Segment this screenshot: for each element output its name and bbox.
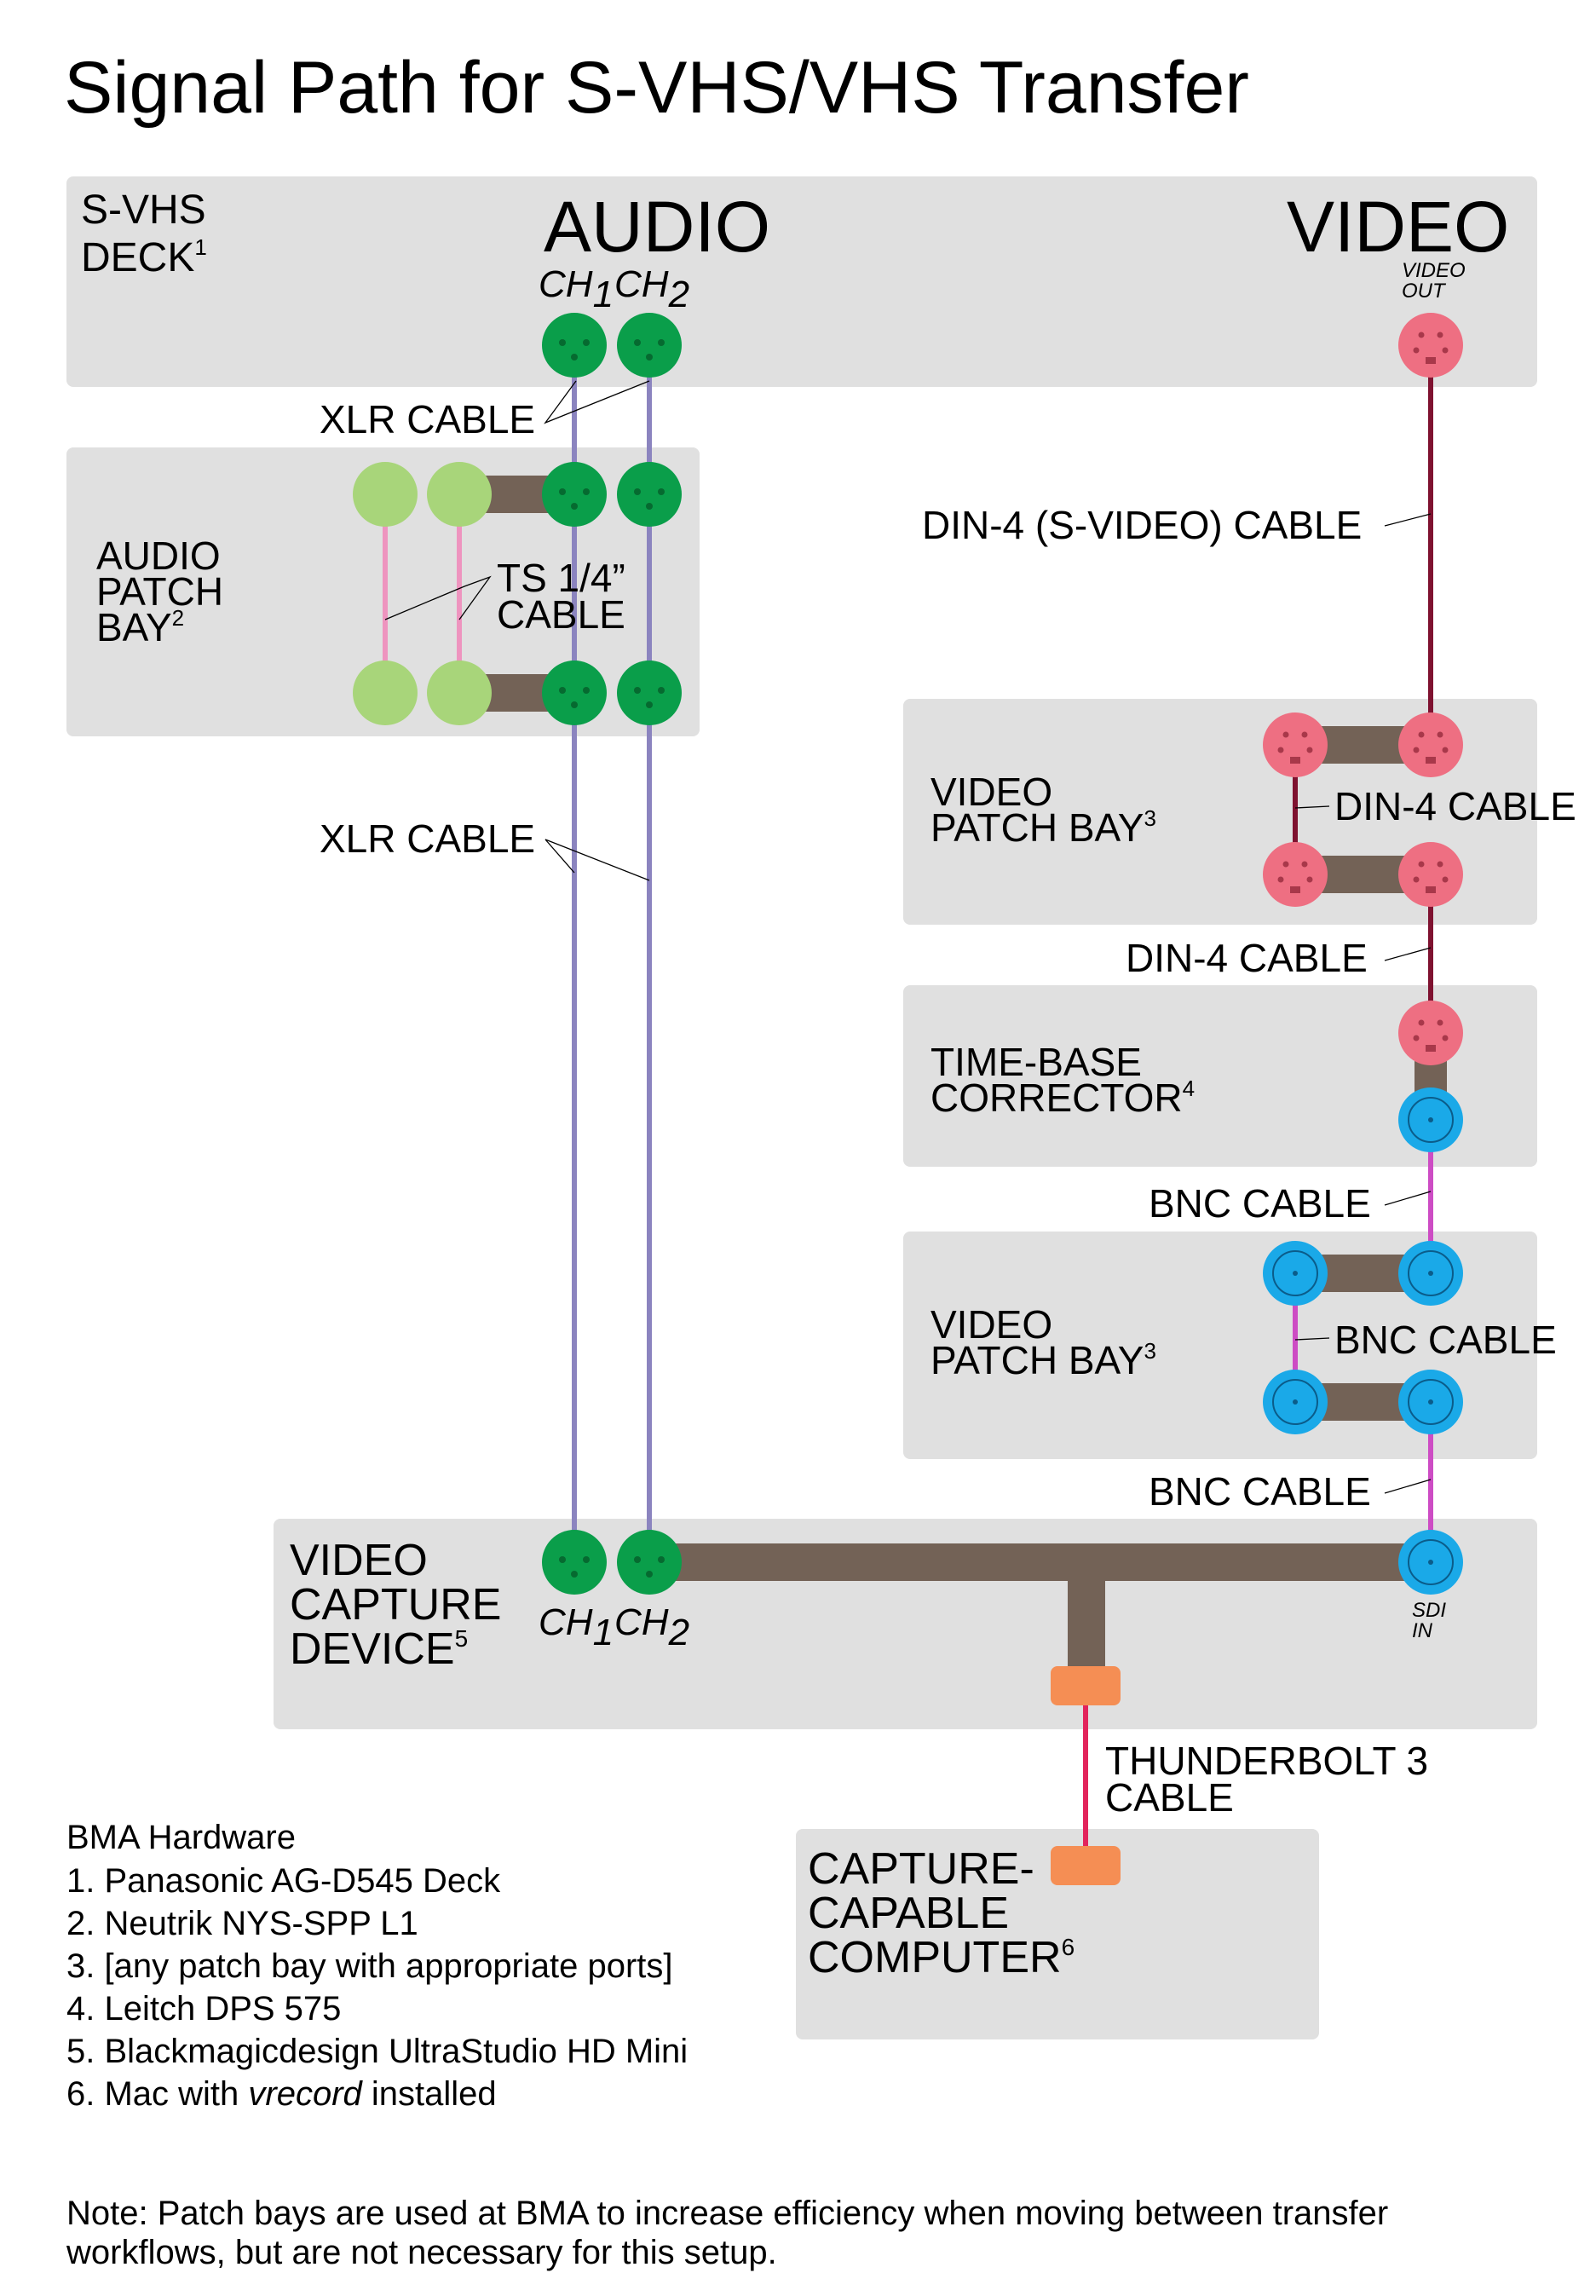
audio-patch-xlr-bottom-1 xyxy=(542,661,607,725)
capture-ch2-label: CH2 xyxy=(614,1601,689,1653)
note-line-2: workflows, but are not necessary for thi… xyxy=(66,2234,777,2271)
video-patch-2-bnc-bottom-left xyxy=(1262,1369,1328,1435)
bnc-patch-leader xyxy=(1294,1337,1330,1341)
capture-internal-bus xyxy=(649,1543,1431,1581)
capture-xlr-ch1-port xyxy=(542,1530,607,1595)
video-out-label: VIDEO OUT xyxy=(1402,259,1471,303)
video-heading: VIDEO xyxy=(1287,187,1509,267)
tbc-din-in-port xyxy=(1398,1001,1463,1065)
audio-patch-ts-top-1 xyxy=(353,462,418,527)
video-patch-2-bnc-bottom-right xyxy=(1397,1369,1464,1435)
video-patch-1-din-top-right xyxy=(1398,712,1463,777)
audio-patch-ts-bottom-2 xyxy=(427,661,492,725)
capture-internal-drop xyxy=(1068,1562,1105,1686)
sdi-in-label: SDI IN xyxy=(1412,1599,1452,1642)
audio-patch-ts-top-2 xyxy=(427,462,492,527)
computer-box xyxy=(796,1829,1319,2039)
xlr-cable-top-leader xyxy=(544,380,650,424)
video-patch-bay-1-label: VIDEO PATCH BAY3 xyxy=(931,770,1156,850)
computer-label: CAPTURE- CAPABLE COMPUTER6 xyxy=(808,1844,1075,1982)
video-patch-1-din-bottom-left xyxy=(1263,842,1328,907)
xlr-cable-mid-label: XLR CABLE xyxy=(320,816,535,861)
din4-cable-patch-label: DIN-4 CABLE xyxy=(1334,784,1576,828)
capture-ch1-label: CH1 xyxy=(539,1601,614,1653)
audio-patch-xlr-top-2 xyxy=(617,462,682,527)
din4-cable-tbc-label: DIN-4 CABLE xyxy=(1126,936,1368,980)
deck-label: S-VHS DECK1 xyxy=(81,187,217,280)
bnc-capture-leader xyxy=(1384,1479,1432,1494)
hardware-item-2: 2. Neutrik NYS-SPP L1 xyxy=(66,1905,418,1942)
capture-thunderbolt-port xyxy=(1051,1666,1121,1705)
hardware-item-4: 4. Leitch DPS 575 xyxy=(66,1990,341,2028)
deck-xlr-ch1-port xyxy=(542,313,607,378)
bnc-cable-capture-label: BNC CABLE xyxy=(1149,1469,1371,1514)
bnc-cable-tbc-label: BNC CABLE xyxy=(1149,1181,1371,1226)
hardware-item-5: 5. Blackmagicdesign UltraStudio HD Mini xyxy=(66,2033,688,2070)
capture-xlr-ch2-port xyxy=(617,1530,682,1595)
xlr-cable-top-label: XLR CABLE xyxy=(320,397,535,441)
hardware-item-6: 6. Mac with vrecord installed xyxy=(66,2075,497,2113)
bnc-cable-patch-label: BNC CABLE xyxy=(1334,1318,1557,1362)
video-patch-bay-2-label: VIDEO PATCH BAY3 xyxy=(931,1302,1156,1382)
audio-patch-bay-label: AUDIO PATCH BAY2 xyxy=(96,534,234,649)
audio-patch-ts-bottom-1 xyxy=(353,661,418,725)
note-line-1: Note: Patch bays are used at BMA to incr… xyxy=(66,2195,1388,2232)
thunderbolt-cable-label: THUNDERBOLT 3 CABLE xyxy=(1105,1739,1439,1820)
tbc-bnc-out-port xyxy=(1397,1087,1464,1153)
deck-ch2-label: CH2 xyxy=(614,263,689,315)
din4-patch-leader xyxy=(1294,805,1330,809)
time-base-corrector-box xyxy=(903,985,1537,1167)
hardware-item-1: 1. Panasonic AG-D545 Deck xyxy=(66,1862,501,1900)
hardware-heading: BMA Hardware xyxy=(66,1819,296,1856)
page-title: Signal Path for S-VHS/VHS Transfer xyxy=(64,47,1249,129)
hardware-item-3: 3. [any patch bay with appropriate ports… xyxy=(66,1947,673,1985)
din4-tbc-leader xyxy=(1384,947,1432,961)
deck-xlr-ch2-port xyxy=(617,313,682,378)
audio-heading: AUDIO xyxy=(544,187,770,267)
time-base-corrector-label: TIME-BASE CORRECTOR4 xyxy=(931,1040,1195,1120)
audio-patch-xlr-bottom-2 xyxy=(617,661,682,725)
ts-cable-leader xyxy=(384,575,492,620)
deck-video-out-port xyxy=(1398,313,1463,378)
video-patch-2-bnc-top-left xyxy=(1262,1240,1328,1307)
xlr-cable-mid-leader xyxy=(544,839,650,881)
video-patch-1-din-top-left xyxy=(1263,712,1328,777)
audio-patch-xlr-top-1 xyxy=(542,462,607,527)
svhs-deck-box xyxy=(66,176,1537,387)
video-patch-2-bnc-top-right xyxy=(1397,1240,1464,1307)
din4-svideo-cable-label: DIN-4 (S-VIDEO) CABLE xyxy=(922,503,1362,547)
capture-sdi-in-port xyxy=(1397,1529,1464,1595)
computer-thunderbolt-port xyxy=(1051,1846,1121,1885)
bnc-tbc-leader xyxy=(1384,1191,1432,1206)
video-capture-device-label: VIDEO CAPTURE DEVICE5 xyxy=(290,1536,514,1674)
deck-ch1-label: CH1 xyxy=(539,263,614,315)
video-patch-1-din-bottom-right xyxy=(1398,842,1463,907)
din4-svideo-leader xyxy=(1384,513,1432,527)
ts-cable-label: TS 1/4” CABLE xyxy=(497,556,637,637)
